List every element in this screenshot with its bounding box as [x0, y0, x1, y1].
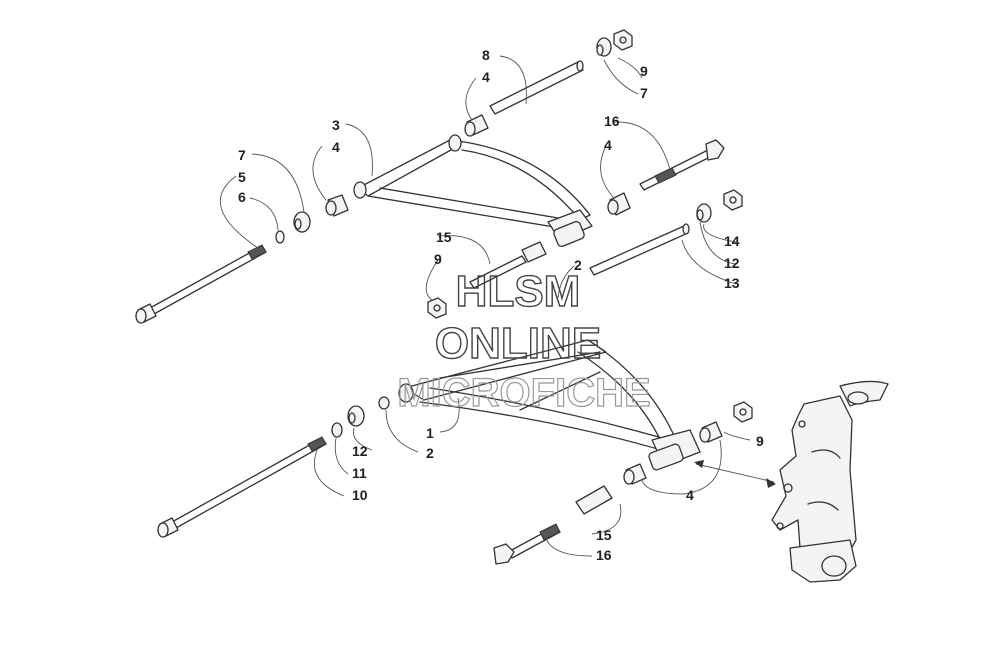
- label-2-lower: 2: [426, 445, 434, 461]
- watermark-line-1: HLSM: [456, 267, 581, 316]
- bushing-15-mid: [469, 241, 547, 289]
- label-4-upper-right: 4: [604, 137, 612, 153]
- label-2-mid: 2: [574, 257, 582, 273]
- label-7-left: 7: [238, 147, 246, 163]
- label-7-top: 7: [640, 85, 648, 101]
- washer-11: [331, 422, 343, 438]
- watermark: HLSM ONLINE MICROFICHE: [397, 266, 652, 415]
- label-4-upper-left: 4: [332, 139, 340, 155]
- washer-12-lower: [347, 405, 365, 427]
- label-15-lower: 15: [596, 527, 612, 543]
- upper-a-arm: [353, 134, 593, 248]
- label-6: 6: [238, 189, 246, 205]
- label-14: 14: [724, 233, 740, 249]
- label-9-top: 9: [640, 63, 648, 79]
- nut-9-top: [613, 29, 633, 51]
- label-4-lower: 4: [686, 487, 694, 503]
- watermark-line-2: ONLINE: [435, 319, 601, 368]
- label-16-top: 16: [604, 113, 620, 129]
- label-9-lower: 9: [756, 433, 764, 449]
- label-13: 13: [724, 275, 740, 291]
- label-11: 11: [352, 465, 367, 481]
- label-9-mid: 9: [434, 251, 442, 267]
- bolt-16-top: [639, 139, 725, 191]
- bolt-10: [157, 436, 327, 538]
- label-4-top: 4: [482, 69, 490, 85]
- bushing-4-left: [325, 194, 349, 217]
- bushing-4-top: [464, 114, 489, 137]
- nut-9-lower: [733, 401, 753, 423]
- spindle: [771, 380, 889, 583]
- label-12-top: 12: [724, 255, 740, 271]
- label-10: 10: [352, 487, 368, 503]
- lower-a-arm: [398, 339, 701, 471]
- label-3: 3: [332, 117, 340, 133]
- label-1: 1: [426, 425, 434, 441]
- pivot-shaft-8: [489, 60, 584, 115]
- watermark-line-3: MICROFICHE: [397, 371, 650, 415]
- bushing-4-right: [607, 192, 631, 216]
- nut-9-mid: [427, 297, 447, 319]
- bolt-5: [135, 244, 267, 324]
- bolt-16-lower: [493, 523, 561, 565]
- leader-lines: [219, 55, 751, 557]
- washer-7-left: [293, 211, 311, 233]
- washer-6: [275, 230, 285, 244]
- washer-12-top: [696, 203, 712, 223]
- pivot-shaft-13: [589, 223, 690, 276]
- washer-7-top: [596, 37, 612, 57]
- nut-14: [723, 189, 743, 211]
- assembly-arrow: [694, 460, 776, 488]
- label-5: 5: [238, 169, 246, 185]
- bushing-4-lower-right: [699, 421, 723, 443]
- callout-labels: 8 4 9 7 3 4 16 4 7 5 6 15 9 2 14 12 13 1…: [238, 47, 764, 563]
- bushing-4-lower: [623, 463, 647, 485]
- label-8: 8: [482, 47, 490, 63]
- label-15-mid: 15: [436, 229, 452, 245]
- label-16-lower: 16: [596, 547, 612, 563]
- bushing-2-lower: [378, 396, 390, 410]
- bushing-15-lower: [575, 485, 613, 515]
- label-12-lower: 12: [352, 443, 368, 459]
